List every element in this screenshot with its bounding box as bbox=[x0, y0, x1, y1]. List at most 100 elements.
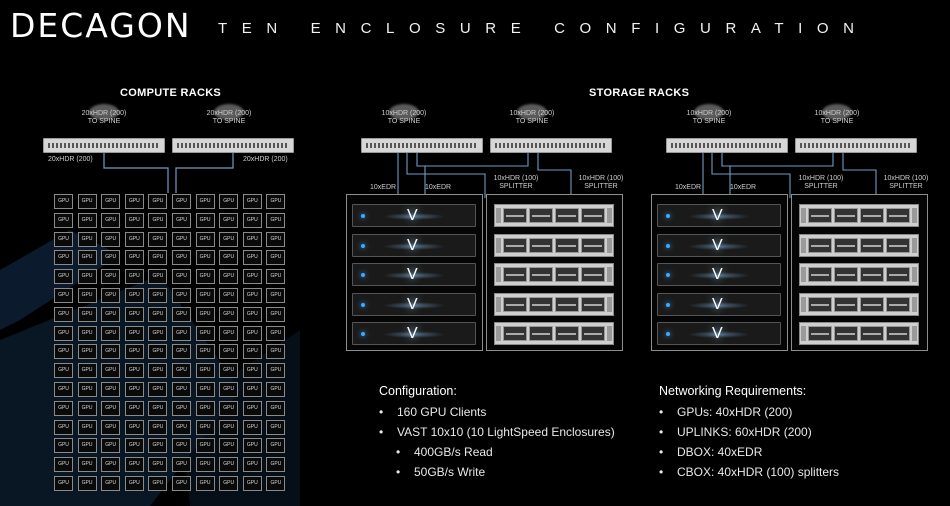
spine-cloud-icon bbox=[214, 104, 244, 120]
gpu-node: GPU bbox=[266, 231, 286, 247]
status-led-icon bbox=[361, 243, 365, 248]
gpu-node: GPU bbox=[242, 344, 262, 360]
cbox-enclosure bbox=[494, 322, 614, 345]
spine-cloud-icon bbox=[694, 104, 724, 120]
gpu-node: GPU bbox=[242, 438, 262, 454]
gpu-node: GPU bbox=[77, 194, 97, 209]
gpu-node: GPU bbox=[77, 269, 97, 285]
config-subitem: •50GB/s Write bbox=[396, 465, 486, 479]
compute-racks-title: COMPUTE RACKS bbox=[120, 87, 222, 99]
gpu-node: GPU bbox=[148, 438, 168, 454]
gpu-node: GPU bbox=[195, 438, 215, 454]
gpu-node: GPU bbox=[172, 476, 191, 491]
gpu-node: GPU bbox=[77, 363, 97, 379]
config-subitem: •400GB/s Read bbox=[396, 445, 493, 459]
gpu-node: GPU bbox=[101, 457, 121, 473]
gpu-node: GPU bbox=[195, 212, 215, 228]
gpu-node: GPU bbox=[77, 344, 97, 360]
status-led-icon bbox=[361, 273, 365, 277]
bullet-icon: • bbox=[659, 445, 664, 459]
gpu-node: GPU bbox=[266, 400, 286, 416]
gpu-node: GPU bbox=[101, 476, 121, 491]
gpu-node: GPU bbox=[148, 250, 168, 266]
gpu-node: GPU bbox=[266, 438, 286, 454]
gpu-node: GPU bbox=[101, 382, 121, 397]
gpu-node: GPU bbox=[77, 400, 97, 416]
gpu-node: GPU bbox=[242, 400, 262, 416]
gpu-node: GPU bbox=[195, 288, 215, 303]
bullet-icon: • bbox=[379, 405, 384, 419]
gpu-node: GPU bbox=[54, 438, 73, 454]
status-led-icon bbox=[361, 302, 365, 307]
gpu-node: GPU bbox=[124, 400, 144, 416]
gpu-node: GPU bbox=[266, 382, 286, 397]
vast-logo-icon: V bbox=[712, 295, 723, 313]
cbox-enclosure bbox=[799, 204, 919, 227]
gpu-node: GPU bbox=[124, 325, 144, 341]
gpu-node: GPU bbox=[148, 400, 168, 416]
gpu-node: GPU bbox=[242, 212, 262, 228]
dbox-enclosure: V bbox=[657, 263, 781, 286]
bullet-icon: • bbox=[379, 425, 384, 439]
gpu-node: GPU bbox=[148, 288, 168, 303]
cbox-enclosure bbox=[799, 263, 919, 286]
gpu-node: GPU bbox=[242, 269, 262, 285]
gpu-node: GPU bbox=[195, 419, 215, 435]
gpu-node: GPU bbox=[172, 288, 191, 303]
gpu-node: GPU bbox=[54, 476, 73, 491]
networking-item: •UPLINKS: 60xHDR (200) bbox=[659, 425, 812, 439]
storage-switch-left bbox=[361, 138, 483, 153]
gpu-node: GPU bbox=[195, 269, 215, 285]
gpu-node: GPU bbox=[219, 400, 239, 416]
gpu-node: GPU bbox=[172, 269, 191, 285]
decagon-logo: DECAGON bbox=[10, 6, 192, 45]
gpu-node: GPU bbox=[124, 288, 144, 303]
edr-label-right: 10xEDR bbox=[425, 184, 452, 191]
gpu-node: GPU bbox=[101, 363, 121, 379]
gpu-node: GPU bbox=[148, 325, 168, 341]
compute-right-link-label: 20xHDR (200) bbox=[243, 156, 288, 163]
gpu-node: GPU bbox=[266, 457, 286, 473]
status-led-icon bbox=[666, 243, 670, 248]
storage-switch-right-tag: 10xHDR (200)TO SPINE bbox=[814, 110, 860, 125]
gpu-node: GPU bbox=[148, 363, 168, 379]
status-led-icon bbox=[666, 302, 670, 307]
gpu-node: GPU bbox=[195, 363, 215, 379]
vast-logo-icon: V bbox=[407, 266, 418, 283]
gpu-node: GPU bbox=[77, 231, 97, 247]
config-item: •160 GPU Clients bbox=[379, 405, 487, 419]
gpu-node: GPU bbox=[172, 419, 191, 435]
dbox-enclosure: V bbox=[352, 263, 476, 286]
compute-switch-left bbox=[43, 138, 165, 153]
gpu-node: GPU bbox=[195, 476, 215, 491]
gpu-node: GPU bbox=[77, 382, 97, 397]
gpu-node: GPU bbox=[219, 476, 239, 491]
gpu-node: GPU bbox=[54, 231, 73, 247]
gpu-node: GPU bbox=[101, 231, 121, 247]
gpu-node: GPU bbox=[124, 212, 144, 228]
gpu-node: GPU bbox=[172, 382, 191, 397]
gpu-node: GPU bbox=[266, 269, 286, 285]
gpu-node: GPU bbox=[101, 250, 121, 266]
gpu-node: GPU bbox=[148, 212, 168, 228]
gpu-node: GPU bbox=[148, 269, 168, 285]
status-led-icon bbox=[361, 332, 365, 336]
splitter-label-right: 10xHDR (100)SPLITTER bbox=[883, 175, 929, 190]
gpu-node: GPU bbox=[242, 457, 262, 473]
dbox-enclosure: V bbox=[657, 204, 781, 227]
gpu-node: GPU bbox=[172, 325, 191, 341]
gpu-node: GPU bbox=[172, 212, 191, 228]
gpu-node: GPU bbox=[219, 438, 239, 454]
gpu-node: GPU bbox=[219, 382, 239, 397]
spine-cloud-icon bbox=[517, 104, 547, 120]
gpu-node: GPU bbox=[77, 438, 97, 454]
gpu-node: GPU bbox=[195, 344, 215, 360]
dbox-enclosure: V bbox=[657, 322, 781, 345]
gpu-node: GPU bbox=[54, 419, 73, 435]
gpu-node: GPU bbox=[54, 269, 73, 285]
gpu-node: GPU bbox=[266, 194, 286, 209]
gpu-node: GPU bbox=[266, 476, 286, 491]
gpu-node: GPU bbox=[124, 382, 144, 397]
bullet-icon: • bbox=[396, 465, 401, 479]
